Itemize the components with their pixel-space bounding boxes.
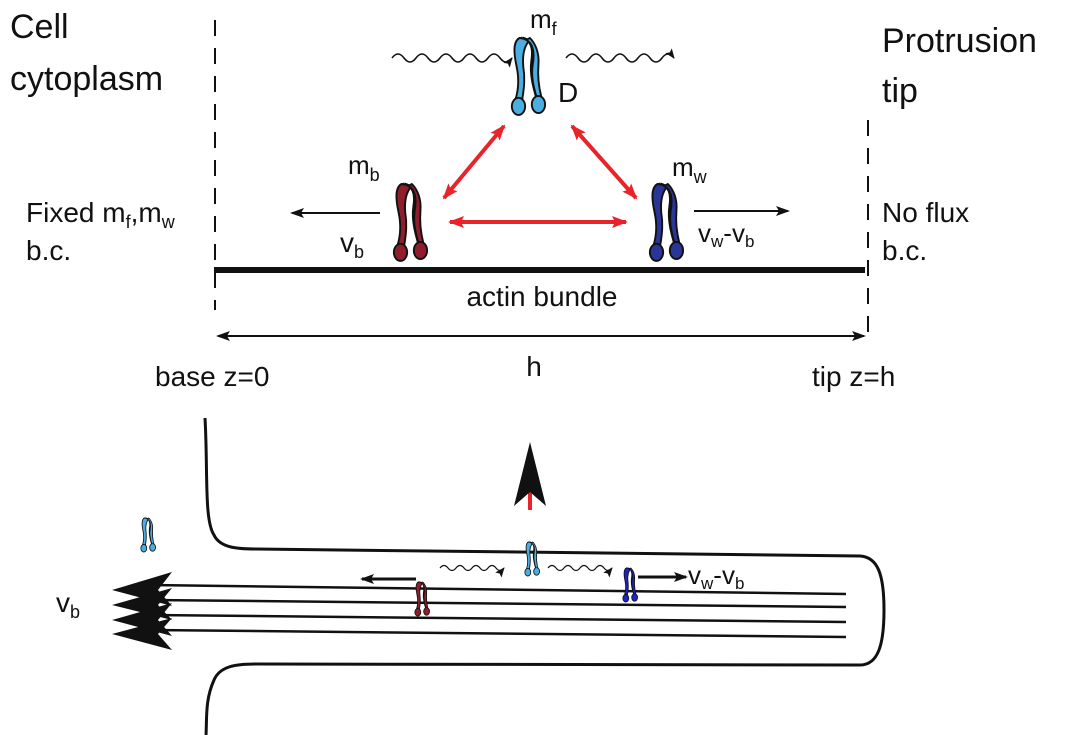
no-flux-label: No flux — [882, 197, 969, 228]
walking-motor-label: mw — [672, 152, 708, 187]
bound-motor-label: mb — [348, 150, 380, 185]
actin-bundle-label: actin bundle — [466, 281, 617, 312]
length-h-label: h — [526, 351, 542, 382]
vb-label: vb — [340, 227, 364, 262]
up-arrow-icon — [514, 442, 546, 506]
protrusion-free-motor-icon — [524, 541, 541, 577]
cytoplasm-free-motor-icon — [140, 517, 157, 553]
protrusion-bound-motor-icon — [414, 581, 431, 617]
tip-z-label: tip z=h — [812, 361, 895, 392]
tip-label: tip — [882, 72, 918, 110]
free-motor-label: mf — [530, 4, 558, 39]
vw-minus-vb-label: vw-vb — [698, 218, 754, 251]
protrusion-label: Protrusion — [882, 22, 1037, 60]
free-motor-icon — [510, 36, 547, 117]
no-flux-bc-label: b.c. — [882, 235, 927, 266]
base-label: base z=0 — [155, 361, 269, 392]
small-wavy-right-arrow-icon — [547, 564, 613, 578]
retrograde-flow-arrows-icon — [112, 572, 172, 650]
bound-motor-icon — [392, 182, 429, 263]
transition-arrow-icon — [442, 124, 506, 200]
cytoplasm-label: cytoplasm — [10, 60, 163, 98]
diffusion-label: D — [558, 77, 578, 108]
walking-motor-icon — [648, 182, 685, 263]
actin-filaments — [149, 583, 847, 639]
wavy-left-arrow-icon — [391, 53, 513, 68]
wavy-right-arrow-icon — [565, 48, 675, 63]
transition-arrow-icon — [570, 124, 638, 200]
fixed-bc-line2: b.c. — [26, 235, 71, 266]
fixed-bc-label: Fixed mf,mw — [26, 197, 176, 232]
bottom-vw-minus-vb-label: vw-vb — [688, 560, 744, 593]
protrusion-outline — [203, 417, 886, 735]
small-wavy-left-arrow-icon — [439, 564, 505, 578]
protrusion-walking-motor-icon — [622, 567, 639, 603]
bottom-vb-label: vb — [56, 587, 80, 622]
cell-label: Cell — [10, 8, 69, 46]
